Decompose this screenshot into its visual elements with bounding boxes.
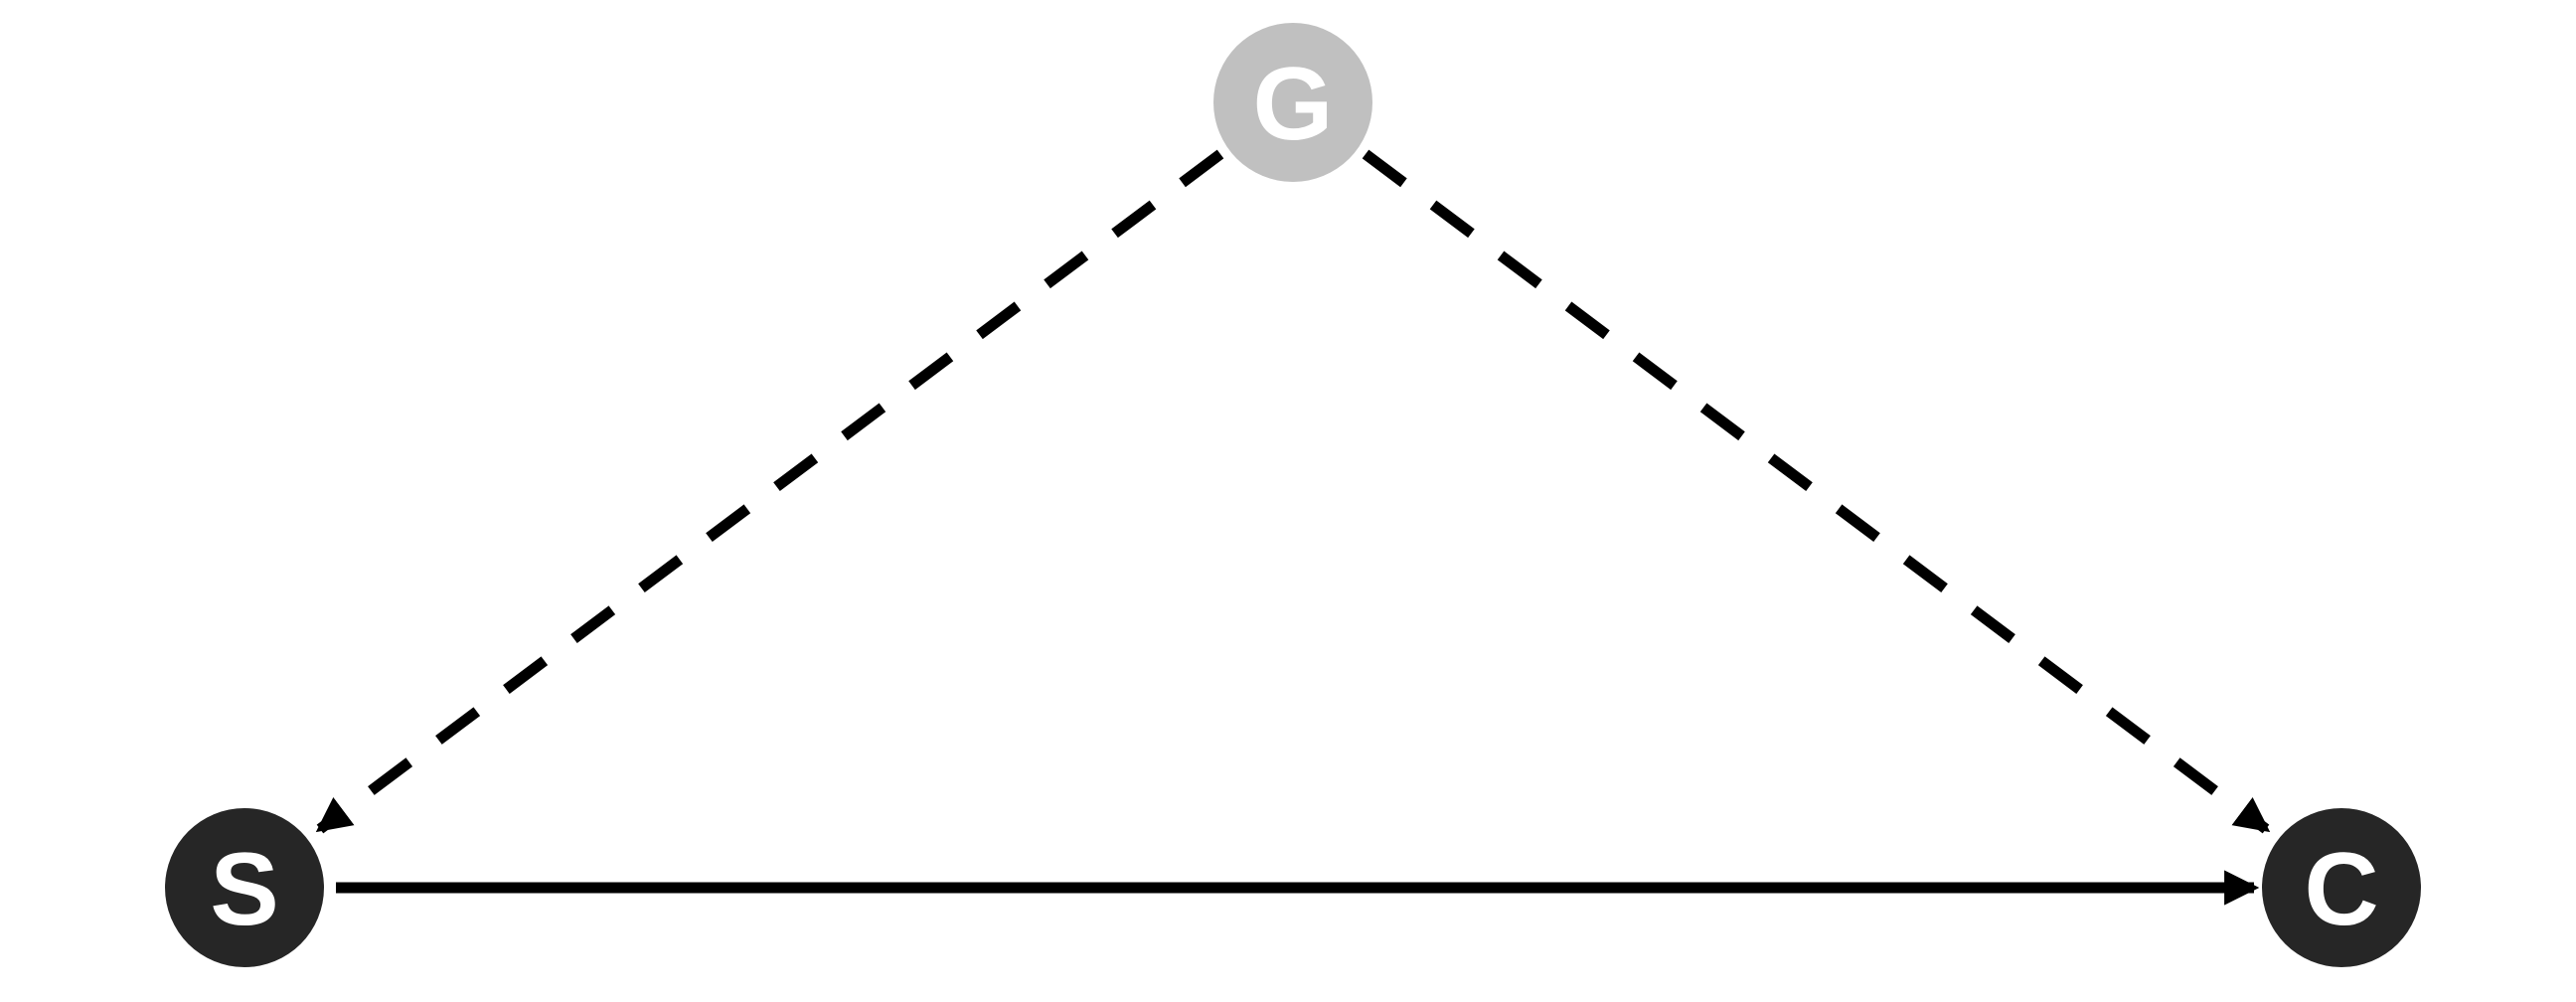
node-g-label: G xyxy=(1253,47,1334,162)
node-c: C xyxy=(2262,808,2421,967)
node-s-label: S xyxy=(210,832,278,947)
node-s: S xyxy=(165,808,324,967)
node-s-circle xyxy=(165,808,324,967)
edge-g-to-s xyxy=(315,149,1224,834)
node-c-label: C xyxy=(2304,832,2378,947)
node-c-circle xyxy=(2262,808,2421,967)
edge-g-to-c xyxy=(1362,149,2271,834)
node-g-circle xyxy=(1213,23,1372,182)
node-g: G xyxy=(1213,23,1372,182)
